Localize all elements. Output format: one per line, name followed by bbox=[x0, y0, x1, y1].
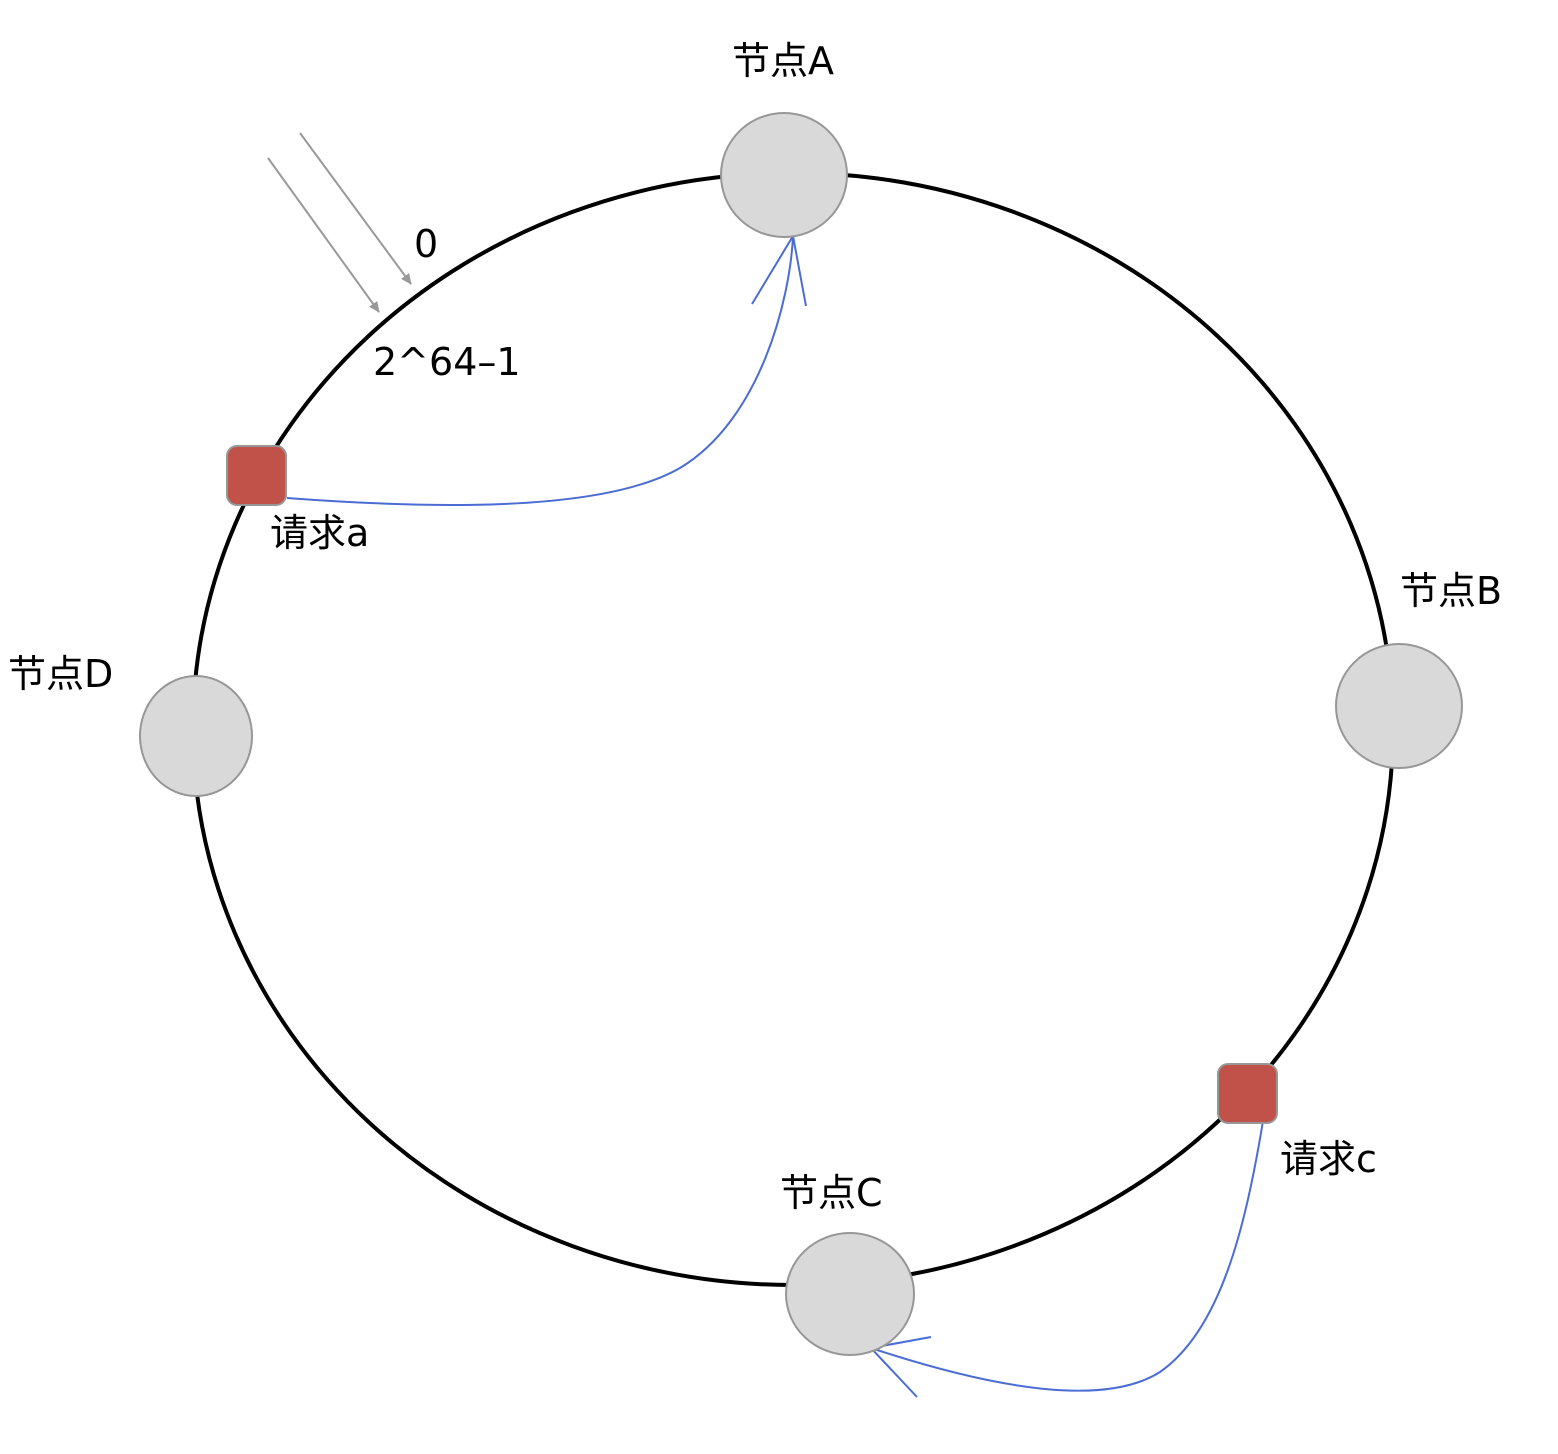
node-b-circle bbox=[1335, 643, 1463, 769]
request-a-square bbox=[226, 445, 287, 506]
request-c-square bbox=[1217, 1063, 1278, 1124]
node-b-label: 节点B bbox=[1400, 569, 1502, 613]
request-a-arrowhead bbox=[751, 233, 807, 307]
node-c-label: 节点C bbox=[780, 1171, 883, 1215]
request-c-label: 请求c bbox=[1280, 1137, 1377, 1181]
node-d-circle bbox=[139, 675, 253, 797]
node-d-label: 节点D bbox=[8, 652, 113, 696]
request-a-to-node-a-arrow bbox=[286, 235, 794, 507]
node-a-circle bbox=[720, 112, 848, 238]
request-c-to-node-c-arrow bbox=[870, 1120, 1264, 1392]
ring-start-arrow bbox=[299, 132, 412, 285]
ring-start-label: 0 bbox=[414, 222, 438, 266]
request-a-label: 请求a bbox=[270, 511, 369, 555]
ring-end-arrow bbox=[267, 157, 380, 313]
node-a-label: 节点A bbox=[732, 39, 834, 83]
ring-end-label: 2^64–1 bbox=[373, 340, 521, 384]
node-c-circle bbox=[785, 1232, 915, 1356]
